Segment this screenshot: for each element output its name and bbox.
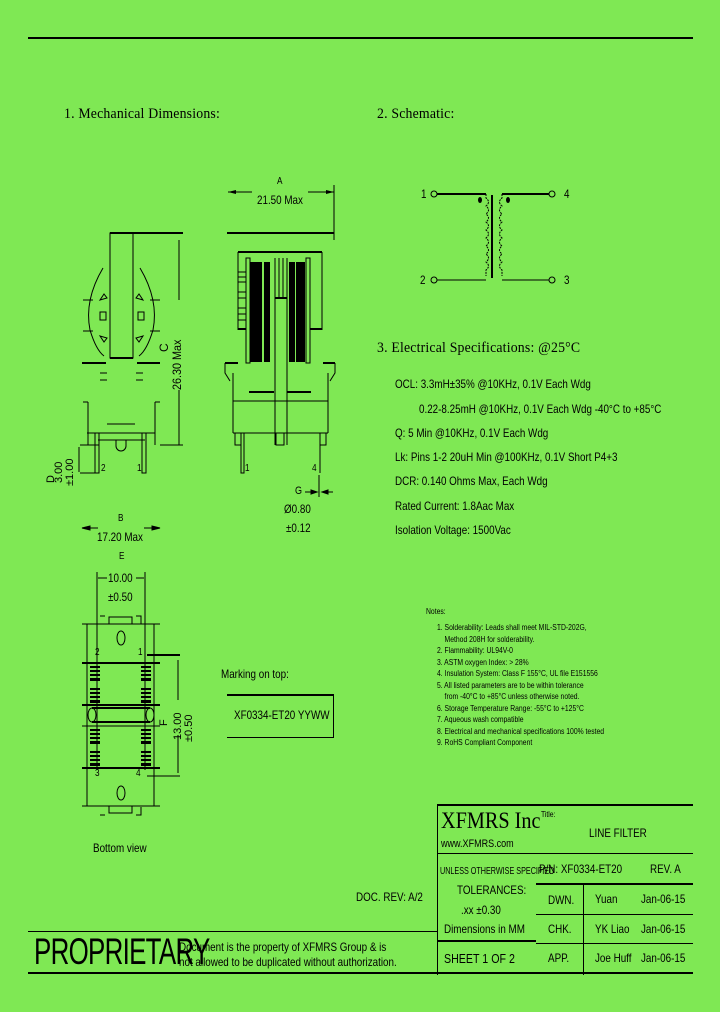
spec-q: Q: 5 Min @10KHz, 0.1V Each Wdg [395, 426, 549, 440]
company-website: www.XFMRS.com [441, 838, 514, 850]
title-block-divider [583, 883, 584, 975]
title-block-top-border [437, 804, 693, 806]
tolerance-value: .xx ±0.30 [461, 903, 501, 917]
title-block-divider [536, 883, 693, 885]
side-pin-2: 2 [101, 463, 106, 474]
checked-name: YK Liao [595, 922, 630, 936]
dim-e-label: E [119, 551, 125, 562]
note-item: 5. All listed parameters are to be withi… [437, 680, 584, 690]
dim-e-value: 10.00 [108, 571, 133, 585]
part-number: P/N: XF0334-ET20 [539, 862, 623, 876]
dim-b-label: B [118, 513, 124, 524]
note-item: 8. Electrical and mechanical specificati… [437, 726, 605, 736]
notes-list: 1. Solderability: Leads shall meet MIL-S… [437, 623, 634, 750]
note-item: 1. Solderability: Leads shall meet MIL-S… [437, 623, 587, 632]
notes-title: Notes: [426, 607, 446, 616]
mechanical-dimensions-title: 1. Mechanical Dimensions: [64, 106, 220, 122]
dim-g-value: Ø0.80 [284, 502, 311, 516]
dim-a-value: 21.50 Max [257, 193, 303, 207]
dim-b-value: 17.20 Max [97, 530, 143, 544]
title-block-divider [437, 853, 693, 854]
dim-g-tolerance: ±0.12 [286, 521, 311, 535]
drawing-title: LINE FILTER [589, 826, 647, 840]
schematic-title: 2. Schematic: [377, 106, 455, 122]
note-item: 2. Flammability: UL94V-0 [437, 646, 513, 655]
dim-a-label: A [277, 176, 283, 187]
note-item: 4. Insulation System: Class F 155°C, UL … [437, 669, 598, 678]
front-pin-1: 1 [245, 463, 250, 474]
dim-e-tolerance: ±0.50 [108, 590, 133, 604]
checked-date: Jan-06-15 [641, 922, 686, 936]
bottom-pin-2: 2 [95, 647, 100, 658]
schematic-pin-4: 4 [564, 187, 570, 201]
note-item: 9. RoHS Compliant Component [437, 738, 533, 747]
proprietary-stamp: PROPRIETARY [34, 931, 210, 972]
note-item: Method 208H for solderability. [437, 634, 535, 644]
drawn-date: Jan-06-15 [641, 892, 686, 906]
title-label: Title: [541, 810, 556, 819]
bottom-pin-1: 1 [138, 647, 143, 658]
approved-date: Jan-06-15 [641, 951, 686, 965]
spec-rated-current: Rated Current: 1.8Aac Max [395, 499, 515, 513]
note-item: 6. Storage Temperature Range: -55°C to +… [437, 703, 584, 713]
top-border [28, 37, 693, 39]
doc-revision: DOC. REV: A/2 [356, 890, 423, 904]
proprietary-top-border [28, 931, 437, 932]
note-item: from -40°C to +85°C unless otherwise not… [437, 692, 580, 701]
title-block-divider [536, 914, 693, 915]
title-block-divider [536, 943, 693, 944]
proprietary-line-2: not allowed to be duplicated without aut… [179, 955, 397, 969]
company-name: XFMRS Inc [441, 808, 541, 833]
note-item: 3. ASTM oxygen Index: > 28% [437, 657, 529, 667]
drawn-name: Yuan [595, 892, 618, 906]
note-item: 7. Aqueous wash compatible [437, 715, 524, 724]
bottom-pin-3: 3 [95, 768, 100, 779]
schematic-pin-2: 2 [420, 273, 426, 287]
revision: REV. A [650, 862, 681, 876]
approved-role: APP. [548, 951, 570, 965]
spec-lk: Lk: Pins 1-2 20uH Min @100KHz, 0.1V Shor… [395, 450, 618, 464]
approved-name: Joe Huff [595, 951, 632, 965]
title-block-left-border [437, 804, 438, 975]
dim-g-label: G [295, 485, 303, 497]
schematic-pin-1: 1 [421, 187, 427, 201]
spec-ocl: OCL: 3.3mH±35% @10KHz, 0.1V Each Wdg [395, 377, 591, 391]
marking-box: XF0334-ET20 YYWW [227, 694, 334, 738]
bottom-pin-4: 4 [136, 768, 141, 779]
marking-value: XF0334-ET20 YYWW [234, 708, 330, 722]
title-block-divider [437, 940, 536, 942]
units: Dimensions in MM [444, 922, 525, 936]
bottom-view-label: Bottom view [93, 841, 147, 855]
drawn-role: DWN. [548, 893, 575, 907]
front-pin-4: 4 [312, 463, 317, 474]
sheet-number: SHEET 1 OF 2 [444, 951, 515, 966]
checked-role: CHK. [548, 922, 572, 936]
marking-label: Marking on top: [221, 667, 289, 681]
tolerances-label: TOLERANCES: [457, 883, 527, 897]
bottom-border [28, 972, 693, 974]
spec-ocl-range: 0.22-8.25mH @10KHz, 0.1V Each Wdg -40°C … [419, 402, 662, 416]
schematic-pin-3: 3 [564, 273, 570, 287]
proprietary-line-1: Document is the property of XFMRS Group … [179, 940, 387, 954]
electrical-specs-title: 3. Electrical Specifications: @25°C [377, 340, 581, 356]
spec-isolation-voltage: Isolation Voltage: 1500Vac [395, 523, 511, 537]
side-pin-1: 1 [137, 463, 142, 474]
spec-dcr: DCR: 0.140 Ohms Max, Each Wdg [395, 474, 548, 488]
unless-specified: UNLESS OTHERWISE SPECIFIED [440, 866, 555, 877]
